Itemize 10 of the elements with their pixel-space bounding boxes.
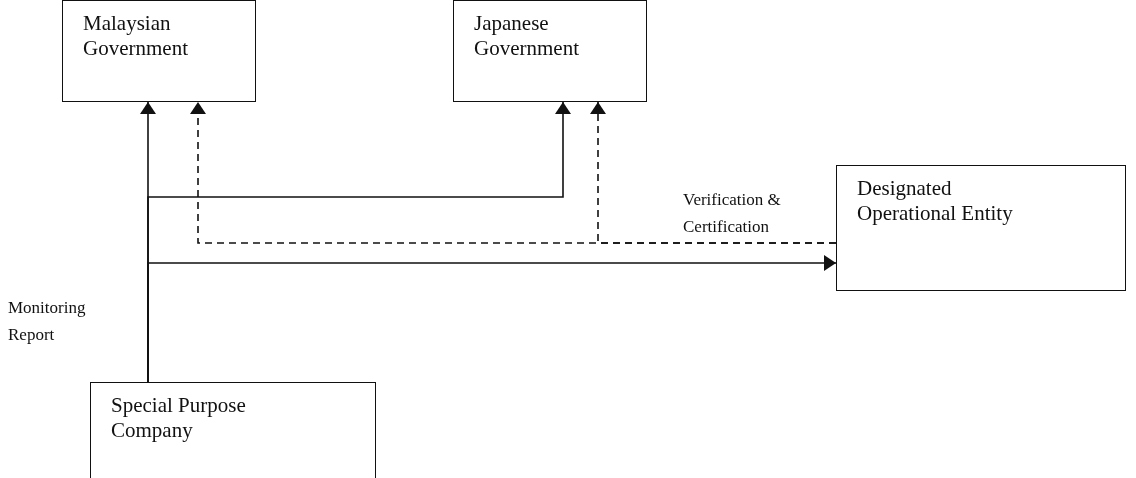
entity-name: Designated Operational Entity bbox=[857, 176, 1014, 226]
entity-box bbox=[90, 382, 376, 478]
entity-box bbox=[836, 165, 1126, 291]
arrow bbox=[147, 255, 837, 383]
entity-box bbox=[62, 0, 256, 102]
entity-box bbox=[453, 0, 647, 102]
entity-name: Special Purpose Company bbox=[111, 393, 247, 443]
entity-name: Japanese Government bbox=[474, 11, 580, 61]
dashed-arrow bbox=[590, 101, 837, 244]
entity-name: Malaysian Government bbox=[83, 11, 189, 61]
